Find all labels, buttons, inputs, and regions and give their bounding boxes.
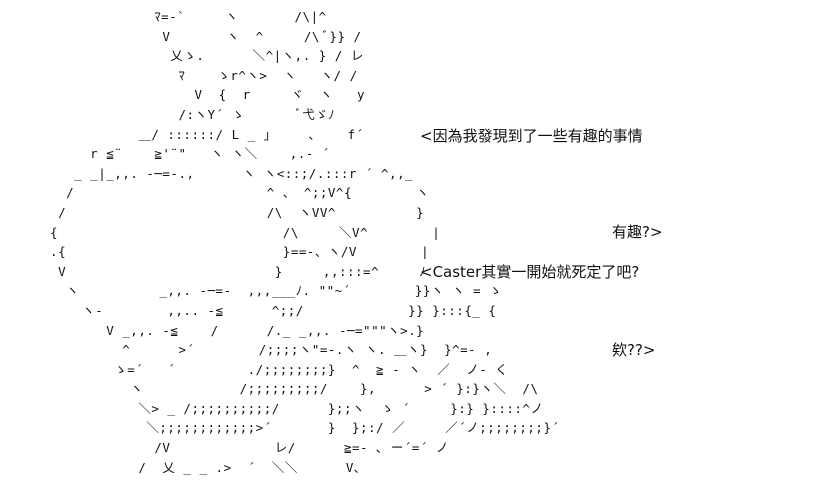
ascii-art-line: ヽ _,,. -─=- ,,,___ﾉ. ""~´ }}ヽ ヽ = ゝ [34, 283, 503, 299]
ascii-art-line: _ _|_,,. -─=-., ヽ ヽ<::;/.:::r ´ ^,,_ [34, 165, 414, 181]
ascii-art-line: ﾏ=-` ヽ /\|^ [34, 9, 327, 24]
ascii-art-line: { /\ ＼V^ | [34, 224, 441, 240]
ascii-art-line: ＼> _ /;;;;;;;;;;/ };;ヽ ゝ ´ }:} }::::^ノ [34, 400, 544, 416]
dialogue-line-2: 有趣?> [612, 223, 663, 241]
ascii-art-line: V { r ヾ ヽ y [34, 87, 365, 103]
ascii-art-line: /V レ/ ≧=- ､ ー´=´ ノ [34, 440, 449, 456]
ascii-art-line: /:ヽY´ ゝ ﾞ弋ゞﾉ [34, 106, 336, 122]
ascii-art-line: ^ >´ /;;;;ヽ"=-.ヽ ヽ. ＿ヽ} }^=- , [34, 342, 493, 358]
ascii-art-line: 乂ゝ. ＼^|ヽ,. } / レ [34, 48, 364, 64]
ascii-art-line: ヽ- ,,.. -≦ ^;;/ }} }:::{_ { [34, 302, 497, 318]
ascii-art-line: V } ,,:::=^ ﾉ [34, 263, 426, 279]
ascii-art-line: ＿/ ::::::/ L _ 」 ､ f´ [34, 126, 364, 142]
ascii-art-line: ヽ /;;;;;;;;;/ }, > ´ }:}ヽ＼ /\ [34, 381, 539, 397]
dialogue-line-4: 欸??> [612, 341, 656, 359]
ascii-art-line: / ^ 、 ^;;V^{ ヽ [34, 185, 430, 201]
ascii-art-line: / 乂 _ _ .> ´ ＼＼ V､ [34, 459, 361, 475]
dialogue-line-1: <因為我發現到了一些有趣的事情 [420, 127, 643, 145]
ascii-art-line: ゝ=´ ´ ./;;;;;;;;} ^ ≧ - ヽ ／ ノ- く [34, 361, 509, 377]
ascii-art-line: V ヽ ^ /\ ﾞ}} / [34, 28, 362, 44]
dialogue-line-3: <Caster其實一開始就死定了吧? [420, 263, 640, 281]
ascii-art-line: V _,,. -≦ / /._ _,,. -─="""ヽ>.} [34, 322, 425, 338]
ascii-art-line: r ≦¨ ≧'¨" ヽ ヽ＼ ,.- ´ [34, 146, 330, 162]
ascii-art-line: / /\ ヽVV^ } [34, 204, 425, 220]
ascii-art-line: ＼;;;;;;;;;;;;>´ } };:/ ／ ／´ノ;;;;;;;;}´ [34, 420, 560, 436]
ascii-art-line: .{ }==-、ヽ/V | [34, 244, 430, 260]
ascii-art-line: ﾏ ゝr^ヽ> ヽ ヽ/ / [34, 67, 358, 83]
ascii-art-figure: ﾏ=-` ヽ /\|^ V ヽ ^ /\ ﾞ}} / 乂ゝ. ＼^|ヽ,. } … [34, 7, 560, 477]
